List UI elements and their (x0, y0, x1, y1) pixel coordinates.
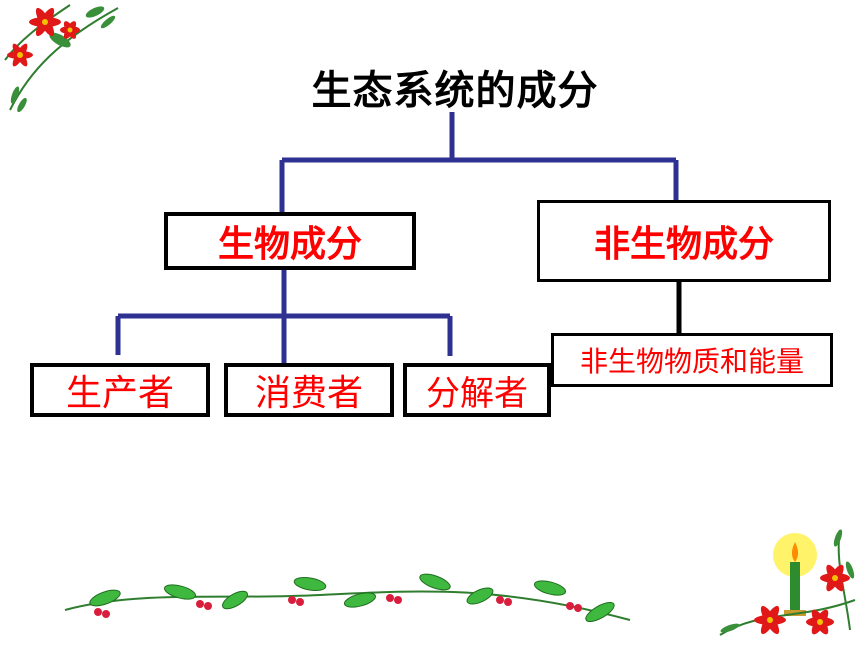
node-decomposer: 分解者 (403, 363, 551, 417)
candle-poinsettia-decoration (719, 529, 856, 636)
node-abiotic-components: 非生物成分 (537, 200, 831, 282)
node-consumer: 消费者 (224, 363, 394, 417)
node-biotic-components: 生物成分 (164, 212, 416, 270)
poinsettia-corner-decoration (4, 4, 119, 113)
node-matter-energy: 非生物物质和能量 (551, 333, 833, 387)
diagram-title: 生态系统的成分 (311, 68, 599, 114)
node-producer: 生产者 (30, 363, 210, 417)
holly-garland-decoration (64, 573, 631, 623)
